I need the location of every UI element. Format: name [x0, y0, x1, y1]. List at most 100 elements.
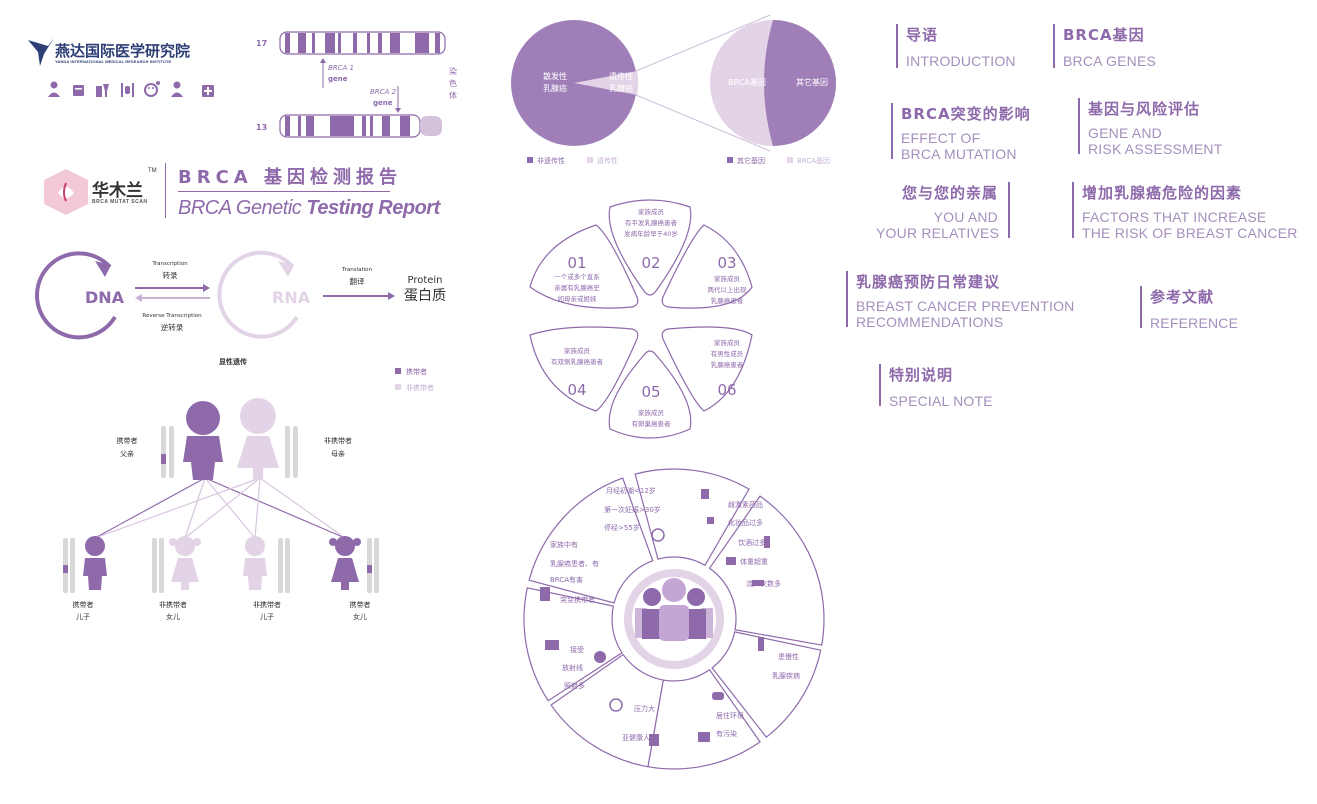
protein-cn: 蛋白质 — [404, 288, 446, 304]
trademark: TM — [148, 168, 157, 174]
heading-reference[interactable]: 参考文献 REFERENCE — [1140, 286, 1239, 331]
pie-left-small-label-2: 乳腺癌 — [609, 83, 633, 93]
child-son-noncarrier — [243, 536, 290, 593]
heading-brca-genes[interactable]: BRCA基因 BRCA GENES — [1053, 24, 1157, 69]
medicine-icon — [701, 489, 709, 499]
xray-machine-icon — [545, 640, 559, 650]
mother-label-2: 母亲 — [331, 449, 345, 458]
reverse-transcription-en: Reverse Transcription — [142, 313, 202, 319]
heading-en-line: REFERENCE — [1150, 315, 1239, 331]
pie-right-a-label: BRCA基因 — [728, 77, 766, 87]
child-daughter-carrier — [329, 536, 379, 593]
risk-segment-text: 居住环境 — [716, 711, 744, 720]
risk-segment-text: 乳腺癌患者、有 — [550, 559, 599, 568]
petal-05-text: 有卵巢癌患者 — [632, 419, 672, 428]
petal-03-text: 两代以上出现 — [708, 285, 748, 294]
risk-segment — [708, 495, 825, 646]
petal-06-text: 乳腺癌患者 — [711, 360, 744, 369]
petal-01-text: 如母亲或姐妹 — [558, 294, 598, 303]
petal-02-text: 有平发乳腺癌患者 — [625, 218, 678, 227]
pie-charts: 散发性 乳腺癌 遗传性 乳腺癌 BRCA基因 其它基因 非遗传性 遗传性 其它基… — [511, 14, 836, 165]
petal-01-text: 一个或多个直系 — [554, 272, 600, 281]
brand-logo-icon — [44, 169, 88, 215]
heading-gene-risk-cn: 基因与风险评估 — [1088, 100, 1201, 118]
reverse-transcription-cn: 逆转录 — [161, 322, 184, 332]
father-figure — [183, 401, 223, 480]
petal-06 — [661, 326, 753, 412]
factory-icon — [698, 732, 710, 742]
medical-kit-icon — [202, 85, 214, 97]
center-group-icon — [624, 569, 724, 669]
risk-segment-text: 化妆品过多 — [728, 518, 763, 527]
smiley-icon — [144, 81, 160, 97]
risk-segment-text: 家族中有 — [550, 540, 578, 549]
transcription-en: Transcription — [151, 261, 188, 267]
rna-label: RNA — [272, 288, 311, 307]
legend-noncarrier-swatch — [395, 384, 401, 390]
risk-segment-text: 患慢性 — [778, 652, 799, 661]
report-title-en-light: BRCA Genetic — [178, 197, 307, 219]
user-icon — [171, 81, 183, 97]
mother-figure — [237, 398, 279, 480]
risk-segment-text: 雌激素药品 — [728, 500, 763, 509]
heading-en-line: INTRODUCTION — [906, 53, 1016, 69]
child-son-carrier — [63, 536, 107, 593]
father-label-2: 父亲 — [120, 449, 134, 458]
legend-noncarrier: 非携带者 — [406, 383, 434, 392]
dna-label: DNA — [85, 288, 125, 307]
radiation-icon — [594, 651, 606, 663]
heading-special-note[interactable]: 特别说明 SPECIAL NOTE — [879, 364, 993, 409]
report-title-rule — [178, 191, 390, 192]
petal-03-number: 03 — [717, 254, 736, 272]
heading-relatives-cn: 您与您的亲属 — [901, 184, 998, 202]
pie-right-legend-b: BRCA基因 — [797, 156, 830, 165]
risk-segment-text: 照射多 — [564, 681, 585, 690]
chromosome-13-label: 13 — [256, 123, 267, 132]
pie-left-small-label-1: 遗传性 — [609, 71, 633, 81]
heading-introduction-cn: 导语 — [906, 26, 939, 44]
heading-en-line: BRCA GENES — [1063, 53, 1157, 69]
brca2-label: BRCA 2 — [370, 88, 397, 96]
wine-icon — [764, 536, 770, 548]
petal-02-text: 家族成员 — [638, 207, 665, 216]
person-icon — [48, 81, 60, 97]
petal-03 — [661, 224, 753, 309]
translation-cn: 翻译 — [350, 277, 365, 286]
child-daughter-noncarrier — [152, 536, 201, 593]
brand-subtitle: BRCA MUTAT SCAN — [92, 199, 148, 205]
cosmetics-icon — [707, 517, 714, 524]
risk-segment — [711, 631, 822, 739]
petal-04-number: 04 — [567, 381, 586, 399]
chromosome-side-label: 染色体 — [449, 67, 457, 100]
pie-right-legend-a: 其它基因 — [737, 156, 765, 165]
risk-segment-text: 有污染 — [716, 729, 737, 738]
heading-introduction[interactable]: 导语 INTRODUCTION — [896, 24, 1016, 69]
heading-en-line: SPECIAL NOTE — [889, 393, 993, 409]
petal-05-text: 家族成员 — [638, 408, 665, 417]
mother-chromosomes — [285, 426, 298, 478]
risk-segment-text: 停经>55岁 — [604, 523, 640, 532]
petal-02-number: 02 — [641, 254, 660, 272]
legend-carrier: 携带者 — [406, 367, 427, 376]
heading-en-line: THE RISK OF BREAST CANCER — [1082, 225, 1298, 241]
risk-segment-text: 月经初潮<12岁 — [606, 486, 656, 495]
petal-04 — [529, 326, 639, 412]
child-4-label-2: 女儿 — [353, 612, 367, 621]
risk-segment-text: 接受 — [570, 645, 584, 654]
risk-segment-text: 体重超重 — [740, 557, 768, 566]
moon-icon — [651, 528, 665, 542]
pie-left-legend-a: 非遗传性 — [537, 156, 565, 165]
petal-02 — [608, 199, 692, 296]
stress-face-icon — [609, 698, 623, 712]
risk-segment — [550, 653, 664, 768]
heading-en-line: FACTORS THAT INCREASE — [1082, 209, 1267, 225]
chromosome-17-label: 17 — [256, 39, 267, 48]
